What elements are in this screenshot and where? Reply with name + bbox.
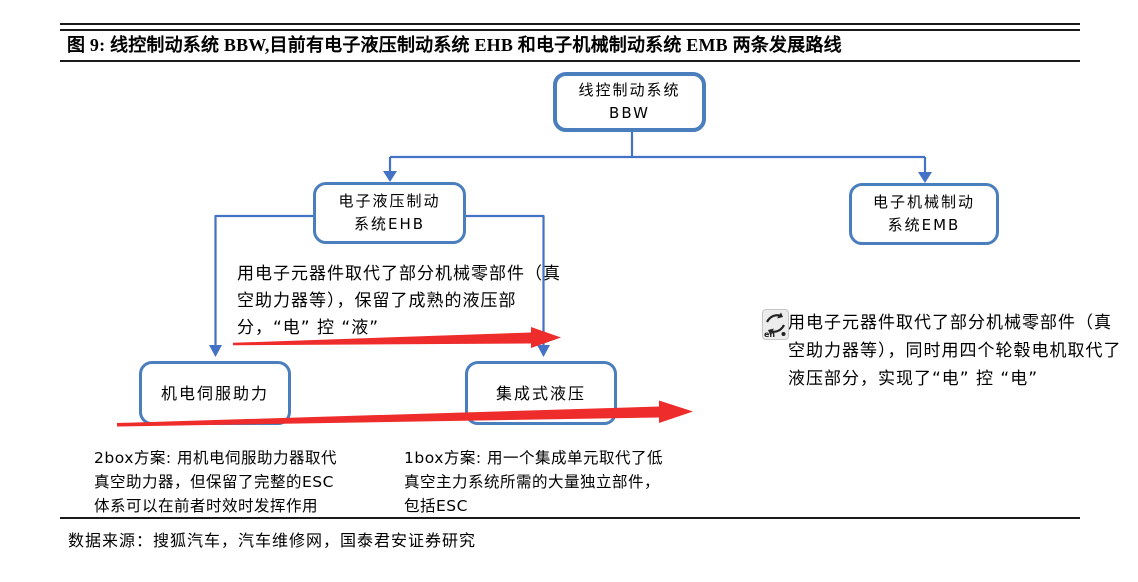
arrowhead-integrated <box>537 345 550 357</box>
node-integrated-hydraulic: 集成式液压 <box>465 361 617 425</box>
node-bbw: 线控制动系统 BBW <box>553 72 706 132</box>
ehb-note-text: 用电子元器件取代了部分机械零部件（真空助力器等），保留了成熟的液压部分，“电” … <box>237 264 561 338</box>
node-ehb: 电子液压制动 系统EHB <box>313 182 466 244</box>
node-emb-line1: 电子机械制动 <box>872 193 975 211</box>
top-rule-2 <box>60 29 1080 31</box>
arrowhead-ehb <box>383 171 397 182</box>
arrowhead-emb <box>918 172 932 183</box>
top-rule-1 <box>60 23 1080 25</box>
node-ehb-line2: 系统EHB <box>353 215 426 233</box>
node-servo-label: 机电伺服助力 <box>160 383 269 403</box>
translate-arrows-icon <box>766 312 786 336</box>
arrowhead-servo <box>209 345 222 357</box>
node-emb: 电子机械制动 系统EMB <box>849 183 999 245</box>
node-emb-line2: 系统EMB <box>887 216 961 234</box>
node-integrated-label: 集成式液压 <box>495 383 586 403</box>
servo-2box-note-text: 2box方案: 用机电伺服助力器取代真空助力器，但保留了完整的ESC体系可以在前… <box>94 449 338 515</box>
node-ehb-line1: 电子液压制动 <box>338 192 441 210</box>
data-source-text: 数据来源：搜狐汽车，汽车维修网，国泰君安证券研究 <box>68 531 477 550</box>
node-bbw-line2: BBW <box>609 104 650 122</box>
node-bbw-line1: 线控制动系统 <box>578 81 681 99</box>
translate-icon-label: en <box>764 330 776 339</box>
figure-title: 图 9: 线控制动系统 BBW,目前有电子液压制动系统 EHB 和电子机械制动系… <box>67 35 842 55</box>
title-underline-rule <box>60 60 1080 62</box>
integrated-1box-note-text: 1box方案: 用一个集成单元取代了低真空主力系统所需的大量独立部件，包括ESC <box>404 449 664 515</box>
emb-note-text: 用电子元器件取代了部分机械零部件（真空助力器等），同时用四个轮毂电机取代了液压部… <box>788 313 1122 389</box>
translate-icon[interactable]: en <box>762 309 789 340</box>
node-servo-assist: 机电伺服助力 <box>139 361 291 425</box>
footer-rule <box>60 517 1080 519</box>
